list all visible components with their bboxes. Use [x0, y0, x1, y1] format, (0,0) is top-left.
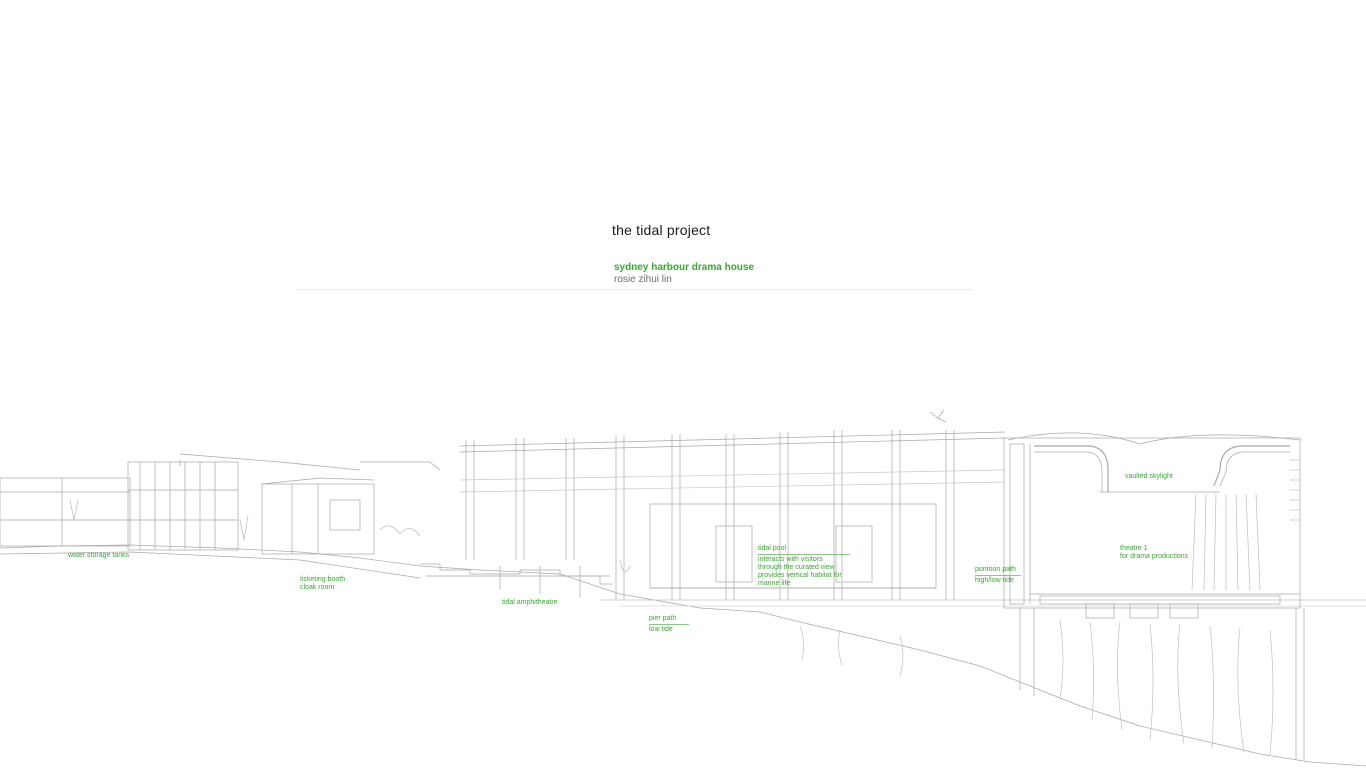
label-water-storage: water storage tanks: [68, 552, 129, 560]
label-tidal-pool-title: tidal pool: [758, 545, 787, 552]
label-amphitheatre: tidal amphitheatre: [502, 599, 558, 607]
project-subtitle: sydney harbour drama house: [614, 262, 755, 273]
label-amphitheatre-text: tidal amphitheatre: [502, 599, 558, 606]
label-tidal-pool-line3: provides vertical habitat for: [758, 572, 842, 579]
label-skylight: vaulted skylight: [1125, 473, 1173, 481]
author-name: rosie zihui lin: [614, 274, 672, 285]
bird-sketch: [929, 409, 947, 423]
label-skylight-text: vaulted skylight: [1125, 473, 1173, 480]
label-ticketing-line2: cloak room: [300, 584, 335, 591]
label-pier-line1: pier path: [649, 615, 677, 622]
colonnade-top: [459, 431, 1006, 447]
header-divider: [296, 289, 972, 290]
amphitheatre-steps: [420, 563, 612, 585]
theatre-volume: [1003, 437, 1301, 609]
label-theatre: theatre 1 for drama productions: [1120, 545, 1188, 561]
vaulted-skylight: [1034, 445, 1109, 492]
label-pier: pier path low tide: [649, 615, 689, 634]
terrain-line: [0, 544, 1366, 767]
label-pontoon-line2: high/low tide: [975, 577, 1014, 584]
label-theatre-line1: theatre 1: [1120, 545, 1148, 552]
label-tidal-pool-line2: through the curated view: [758, 564, 835, 571]
label-tidal-pool-line1: interacts with visitors: [758, 556, 823, 563]
colonnade-columns: [465, 430, 955, 600]
label-ticketing-line1: ticketing booth: [300, 576, 346, 583]
label-pontoon-rule: [975, 575, 1021, 576]
label-pontoon: pontoon path high/low tide: [975, 566, 1021, 585]
label-tidal-pool: tidal pool interacts with visitors throu…: [758, 545, 850, 588]
label-pier-rule: [649, 624, 689, 625]
water-storage-block: [0, 477, 131, 547]
label-theatre-line2: for drama productions: [1120, 553, 1189, 560]
label-tidal-pool-line4: marine life: [758, 580, 791, 587]
label-pontoon-line1: pontoon path: [975, 566, 1016, 573]
project-title: the tidal project: [612, 222, 711, 238]
label-water-storage-text: water storage tanks: [68, 552, 130, 559]
label-pier-line2: low tide: [649, 626, 673, 633]
label-tidal-pool-rule: [758, 554, 850, 555]
label-ticketing: ticketing booth cloak room: [300, 576, 345, 592]
